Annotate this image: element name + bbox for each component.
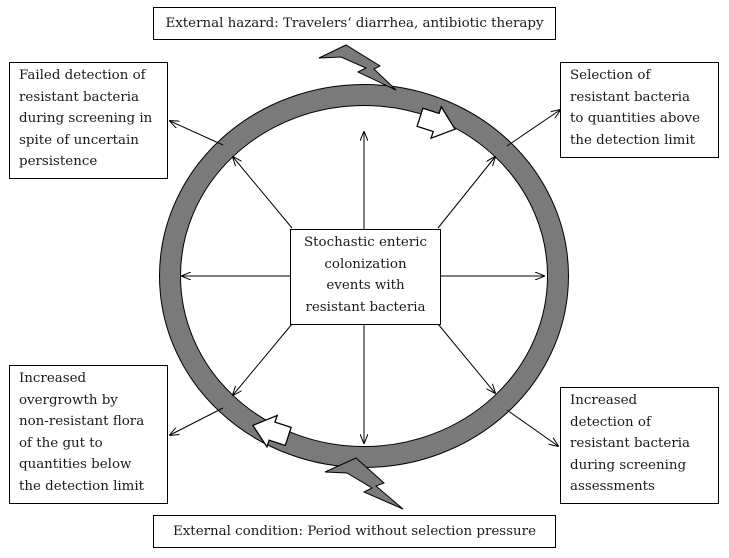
box-line: persistence (19, 154, 98, 169)
box-line: Failed detection of (19, 68, 146, 83)
box-line: the detection limit (570, 132, 696, 148)
center-line: resistant bacteria (305, 299, 426, 315)
ring-arrow-bottom-left (251, 414, 292, 449)
box-line: detection of (570, 414, 651, 430)
box-line: during screening (570, 457, 687, 473)
box-line: quantities below (19, 457, 132, 472)
increased-detection-box: Increased detection of resistant bacteri… (560, 387, 719, 504)
ring-arrow-top-right (416, 105, 456, 140)
center-line: colonization (324, 256, 407, 272)
center-line: events with (326, 278, 405, 293)
box-line: Increased (19, 371, 87, 386)
box-line: non-resistant flora (19, 414, 145, 429)
external-condition-box: External condition: Period without selec… (153, 515, 556, 548)
box-line: resistant bacteria (570, 89, 691, 105)
connector-top-left (170, 121, 224, 146)
center-box: Stochastic enteric colonization events w… (290, 229, 441, 325)
lightning-bolt-top (318, 44, 397, 91)
box-line: the detection limit (19, 478, 145, 494)
box-line: resistant bacteria (570, 436, 691, 451)
connector-bottom-left (170, 407, 224, 435)
spoke-down-left (233, 323, 293, 395)
box-line: assessments (570, 479, 655, 494)
connector-top-right (506, 110, 560, 147)
box-line: to quantities above (570, 111, 700, 126)
box-line: during screening in (19, 111, 153, 126)
spoke-down-right (437, 323, 495, 393)
spoke-up-left (233, 157, 293, 229)
box-line: spite of uncertain (19, 132, 139, 148)
overgrowth-box: Increased overgrowth by non-resistant fl… (9, 365, 168, 504)
external-hazard-box: External hazard: Travelers‘ diarrhea, an… (153, 7, 556, 40)
box-line: Selection of (570, 68, 651, 83)
cycle-ring-fill (160, 85, 568, 467)
box-line: resistant bacteria (19, 89, 140, 105)
box-line: overgrowth by (19, 392, 118, 408)
selection-box: Selection of resistant bacteria to quant… (560, 62, 719, 158)
spoke-up-right (437, 157, 495, 229)
external-condition-label: External condition: Period without selec… (172, 524, 537, 539)
external-hazard-label: External hazard: Travelers‘ diarrhea, an… (165, 16, 544, 31)
center-line: Stochastic enteric (303, 235, 428, 250)
connector-bottom-right (506, 409, 558, 446)
box-line: of the gut to (19, 435, 103, 451)
box-line: Increased (570, 393, 638, 408)
lightning-bolt-bottom (324, 457, 404, 510)
failed-detection-box: Failed detection of resistant bacteria d… (9, 62, 168, 179)
